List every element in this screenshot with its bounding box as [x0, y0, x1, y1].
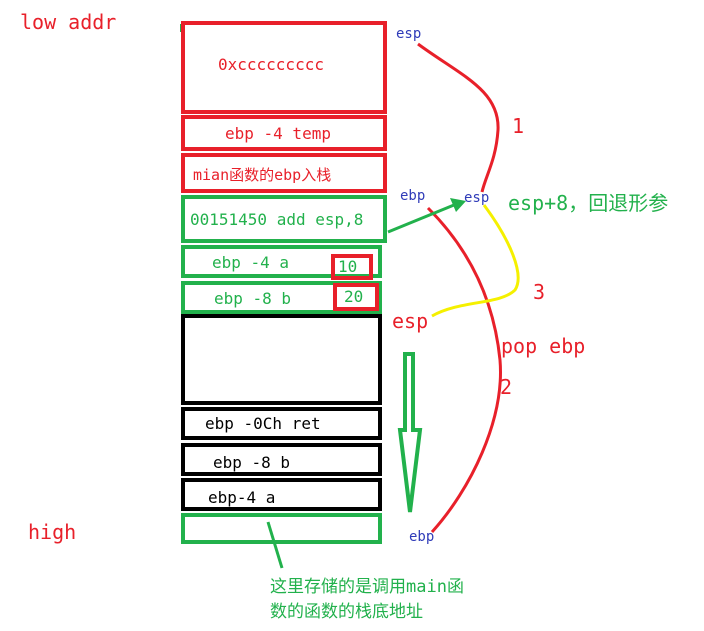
esp-plus-8-note: esp+8，回退形参 — [508, 191, 669, 215]
stack-cell-9 — [181, 478, 382, 511]
stack-cell-4-value: 10 — [338, 257, 358, 276]
esp-mid-label: esp — [464, 190, 490, 206]
stack-cell-0-text: 0xccccccccc — [218, 55, 324, 74]
stack-cell-5-text: ebp -8 b — [214, 289, 292, 308]
stack-cell-7 — [181, 407, 382, 440]
ebp-bottom-label: ebp — [409, 529, 435, 545]
stack-cell-7-text: ebp -0Ch ret — [205, 414, 321, 433]
stack-cell-5-value: 20 — [344, 287, 364, 306]
step-2-label: 2 — [500, 375, 513, 399]
esp-low-label: esp — [392, 309, 429, 333]
green-down-arrow — [397, 352, 423, 513]
red-curve-step-1 — [417, 42, 500, 193]
stack-cell-4-text: ebp -4 a — [212, 253, 290, 272]
stack-cell-2 — [181, 153, 387, 193]
stack-cell-0 — [181, 21, 387, 114]
step-1-label: 1 — [512, 114, 525, 138]
stack-cell-9-text: ebp-4 a — [208, 488, 276, 507]
step-3-label: 3 — [533, 280, 546, 304]
stack-cell-3 — [181, 195, 387, 243]
stack-cell-4-value-box — [331, 254, 373, 280]
stack-cell-10 — [181, 513, 382, 544]
stack-cell-4 — [181, 245, 382, 278]
stack-cell-2-text: mian函数的ebp入栈 — [193, 166, 332, 184]
bottom-note-line-1: 这里存储的是调用main函 — [270, 577, 464, 597]
low-addr-label: low addr — [20, 10, 117, 34]
high-label: high — [28, 520, 77, 544]
red-curve-step-2 — [426, 206, 502, 534]
green-arrowhead-add-esp — [450, 198, 466, 212]
green-pointer-line — [266, 521, 284, 569]
bottom-note-line-2: 数的函数的栈底地址 — [270, 602, 423, 622]
green-arrow-add-esp — [387, 203, 455, 234]
stack-cell-5-value-box — [333, 283, 379, 311]
stack-cell-6 — [181, 314, 382, 405]
pop-ebp-note: pop ebp — [501, 334, 586, 358]
stack-cell-8 — [181, 443, 382, 476]
stack-cell-1 — [181, 115, 387, 151]
stack-cell-8-text: ebp -8 b — [213, 453, 291, 472]
yellow-curve-step-3 — [431, 204, 520, 318]
ebp-mid-label: ebp — [400, 188, 426, 204]
stack-cell-5 — [181, 281, 382, 314]
stack-cell-1-text: ebp -4 temp — [225, 124, 331, 143]
esp-top-label: esp — [396, 26, 422, 42]
stack-cell-3-text: 00151450 add esp,8 — [190, 210, 364, 229]
